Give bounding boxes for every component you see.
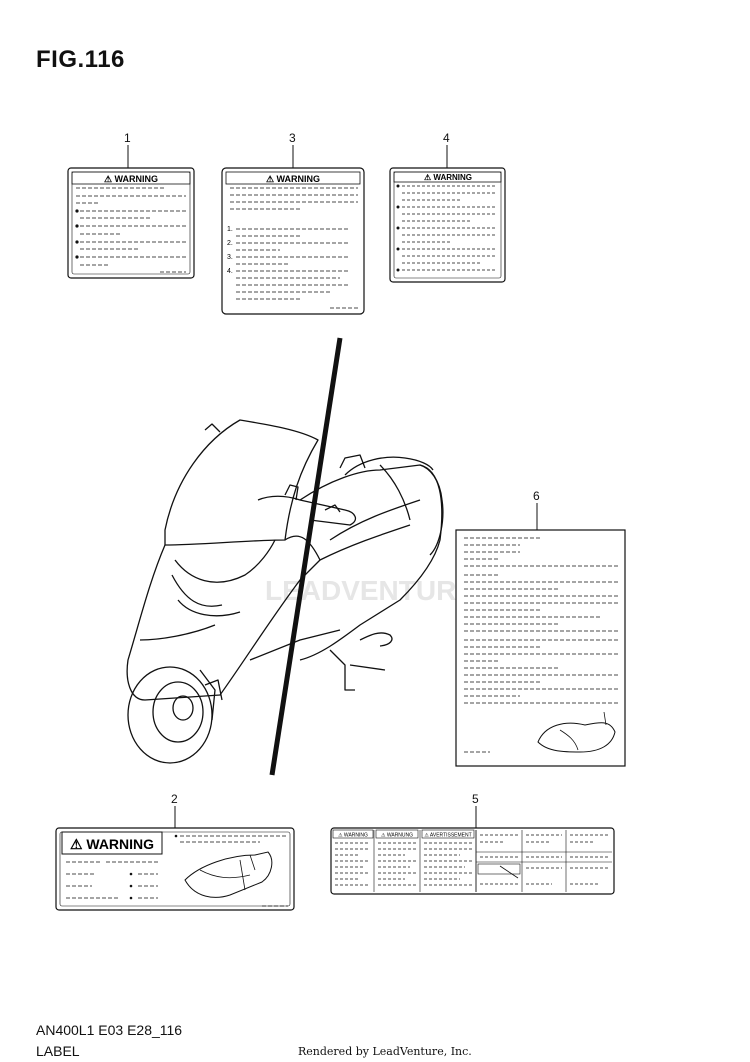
label-3-heading: ⚠ WARNING — [266, 174, 320, 184]
label-3-item-2: 2. — [227, 240, 233, 247]
callout-1: 1 — [124, 131, 131, 145]
label-pointer-line — [269, 337, 343, 776]
label-6[interactable] — [455, 503, 626, 767]
label-5[interactable]: ⚠ WARNING ⚠ WARNUNG ⚠ AVERTISSEMENT — [330, 806, 615, 895]
label-4-heading: ⚠ WARNING — [424, 173, 472, 182]
label-3-item-4: 4. — [227, 268, 233, 275]
model-code: AN400L1 E03 E28_116 — [36, 1022, 183, 1038]
label-1-heading: ⚠ WARNING — [104, 174, 158, 184]
label-3-item-3: 3. — [227, 254, 233, 261]
scooter-illustration — [126, 419, 444, 764]
label-4[interactable]: ⚠ WARNING — [389, 145, 506, 283]
label-2[interactable]: ⚠ WARNING — [55, 806, 295, 911]
callout-6: 6 — [533, 489, 540, 503]
label-2-heading: ⚠ WARNING — [70, 836, 154, 852]
label-3-item-1: 1. — [227, 226, 233, 233]
callout-2: 2 — [171, 792, 178, 806]
callout-3: 3 — [289, 131, 296, 145]
label-5-heading-fr: ⚠ AVERTISSEMENT — [424, 833, 471, 839]
label-1[interactable]: ⚠ WARNING — [67, 145, 195, 279]
callout-4: 4 — [443, 131, 450, 145]
section-name: LABEL — [36, 1043, 80, 1059]
label-3[interactable]: ⚠ WARNING 1. 2. 3. 4. — [221, 145, 365, 315]
footer-credit: Rendered by LeadVenture, Inc. — [298, 1045, 472, 1058]
figure-title: FIG.116 — [36, 46, 125, 73]
callout-5: 5 — [472, 792, 479, 806]
label-5-heading-en: ⚠ WARNING — [338, 833, 368, 839]
label-5-heading-de: ⚠ WARNUNG — [381, 833, 413, 839]
